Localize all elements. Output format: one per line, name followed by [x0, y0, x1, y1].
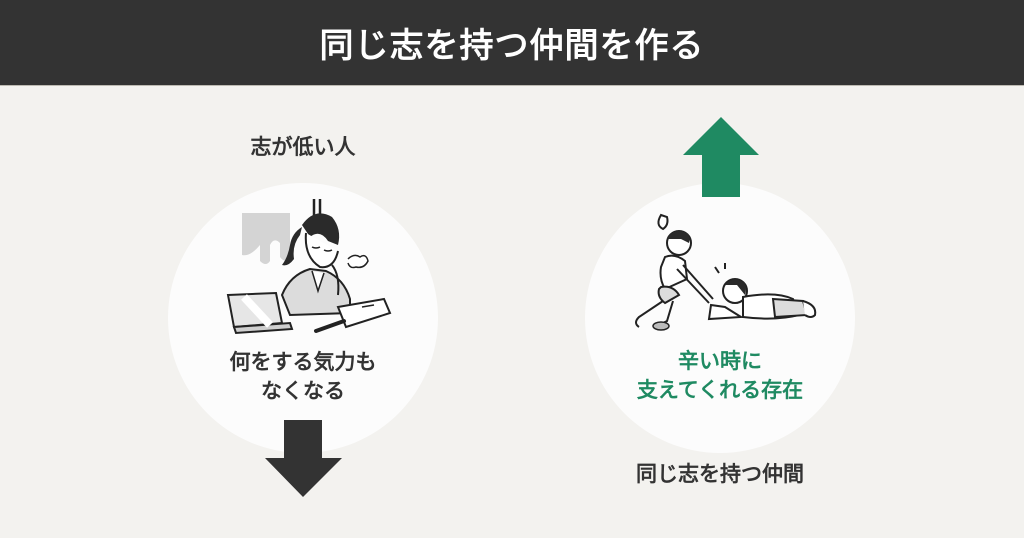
same-aspiration-caption-line1: 辛い時に	[678, 349, 762, 373]
header-banner: 同じ志を持つ仲間を作る	[0, 0, 1024, 86]
same-aspiration-caption-line2: 支えてくれる存在	[636, 378, 804, 402]
arrow-down-icon	[265, 420, 342, 497]
helping-friend-illustration	[635, 213, 817, 331]
low-aspiration-label: 志が低い人	[250, 135, 356, 159]
page-title: 同じ志を持つ仲間を作る	[319, 26, 705, 66]
arrow-up-icon	[683, 117, 759, 197]
same-aspiration-caption: 辛い時に 支えてくれる存在	[585, 347, 855, 405]
low-aspiration-caption-line2: なくなる	[261, 379, 345, 403]
tired-woman-illustration	[226, 199, 392, 335]
low-aspiration-caption-line1: 何をする気力も	[229, 350, 377, 374]
low-aspiration-circle	[168, 183, 438, 453]
low-aspiration-caption: 何をする気力も なくなる	[168, 348, 438, 406]
same-aspiration-label: 同じ志を持つ仲間	[636, 462, 804, 486]
